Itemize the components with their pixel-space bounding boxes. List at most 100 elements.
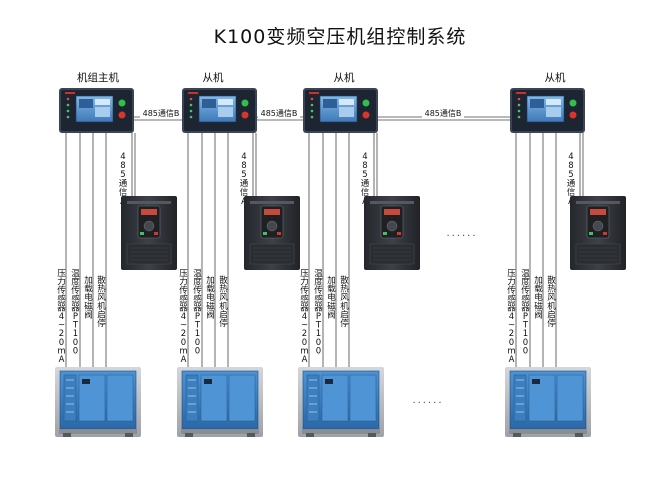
inverter-top-strip: [370, 201, 414, 204]
controller-panel: [303, 88, 378, 133]
compressor-foot: [513, 433, 521, 437]
brand-mark: [188, 92, 198, 94]
inverter-stop-key: [603, 232, 607, 235]
inverter-run-key: [383, 232, 387, 235]
inverter-stop-key: [154, 232, 158, 235]
start-button-icon: [241, 99, 249, 107]
screen-block: [95, 107, 110, 117]
screen-block: [218, 107, 233, 117]
status-led: [517, 103, 521, 107]
signal-label: 加载电磁阀: [84, 275, 93, 320]
inverter-knob-icon: [143, 220, 155, 232]
inverter: [570, 196, 626, 270]
inverter-display: [141, 209, 157, 215]
inverter-terminal-cover: [126, 243, 172, 265]
ellipsis-compressors: ......: [412, 395, 443, 406]
screen-block: [339, 99, 354, 105]
compressor-control-display: [532, 379, 540, 384]
inverter-display: [384, 209, 400, 215]
compressor-foot: [63, 433, 71, 437]
screen-block: [530, 99, 544, 108]
inverter-display: [264, 209, 280, 215]
controller-panel: [182, 88, 257, 133]
screen-block: [79, 99, 93, 108]
inverter: [364, 196, 420, 270]
compressor-foot: [575, 433, 583, 437]
status-led: [310, 103, 314, 107]
stop-button-icon: [118, 111, 126, 119]
signal-label: 加载电磁阀: [327, 275, 336, 320]
signal-label: 散热风机启停: [340, 275, 349, 329]
start-button-icon: [362, 99, 370, 107]
brand-mark: [309, 92, 319, 94]
bus-b-label-bg: [258, 107, 300, 118]
screen-block: [339, 107, 354, 117]
inverter-stop-key: [277, 232, 281, 235]
compressor-base: [181, 429, 259, 434]
signal-label: 散热风机启停: [97, 275, 106, 329]
start-button-icon: [118, 99, 126, 107]
bus-b-label: 485通信B: [143, 108, 180, 118]
signal-label: 散热风机启停: [219, 275, 228, 329]
inverter: [244, 196, 300, 270]
inverter-terminal-cover: [369, 243, 415, 265]
compressor-foot: [247, 433, 255, 437]
compressor: [55, 367, 141, 437]
screen-block: [218, 99, 233, 105]
compressor-base: [302, 429, 380, 434]
start-button-icon: [569, 99, 577, 107]
inverter-run-key: [589, 232, 593, 235]
slave-label: 从机: [334, 71, 355, 84]
compressor-side-panel: [185, 374, 199, 422]
compressor: [505, 367, 591, 437]
ellipsis-inverters: ......: [446, 228, 477, 239]
status-led: [310, 97, 314, 101]
status-led: [66, 103, 70, 107]
controller-panel: [59, 88, 134, 133]
master-label: 机组主机: [77, 71, 119, 84]
link-layer: [65, 116, 584, 369]
compressor-door: [106, 374, 134, 422]
status-led: [310, 109, 314, 113]
inverter-top-strip: [576, 201, 620, 204]
bus-b-label: 485通信B: [425, 108, 462, 118]
compressor-control-display: [325, 379, 333, 384]
screen-block: [202, 99, 216, 108]
inverter-terminal-cover: [249, 243, 295, 265]
diagram-title: K100变频空压机组控制系统: [214, 26, 467, 48]
inverter-display: [590, 209, 606, 215]
status-led: [66, 97, 70, 101]
status-led: [66, 109, 70, 113]
compressor-foot: [306, 433, 314, 437]
inverter-top-strip: [127, 201, 171, 204]
compressor-foot: [125, 433, 133, 437]
compressor-foot: [185, 433, 193, 437]
compressor-foot: [368, 433, 376, 437]
status-led: [517, 97, 521, 101]
inverter-knob-icon: [266, 220, 278, 232]
screen-block: [323, 99, 337, 108]
compressor: [177, 367, 263, 437]
stop-button-icon: [569, 111, 577, 119]
slave-label: 从机: [545, 71, 566, 84]
signal-label: 散热风机启停: [547, 275, 556, 329]
bus-b-label-bg: [422, 107, 464, 118]
status-led: [189, 103, 193, 107]
status-led: [517, 115, 521, 119]
compressor-side-panel: [513, 374, 527, 422]
inverter-stop-key: [397, 232, 401, 235]
stop-button-icon: [241, 111, 249, 119]
compressor-door: [556, 374, 584, 422]
controller-panel: [510, 88, 585, 133]
signal-label: 加载电磁阀: [534, 275, 543, 320]
